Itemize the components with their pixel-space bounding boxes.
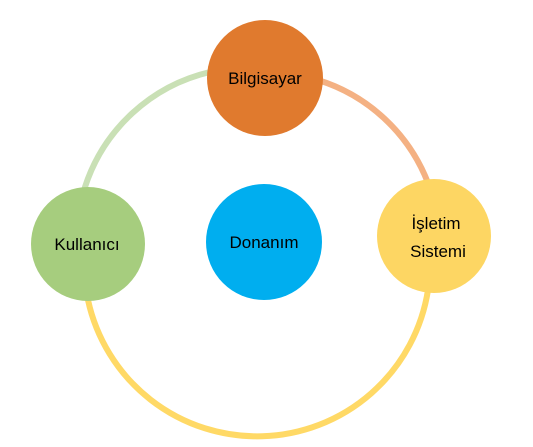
node-donanim: Donanım bbox=[206, 184, 322, 300]
node-donanim-label: Donanım bbox=[230, 233, 299, 252]
node-isletim-sistemi-label-line1: İşletim bbox=[411, 214, 460, 233]
node-bilgisayar-label: Bilgisayar bbox=[228, 69, 302, 88]
arc-bilgisayar-isletim bbox=[315, 77, 431, 186]
node-bilgisayar: Bilgisayar bbox=[207, 20, 323, 136]
node-isletim-sistemi: İşletim Sistemi bbox=[377, 179, 491, 293]
node-kullanici-label: Kullanıcı bbox=[54, 235, 119, 254]
arc-isletim-kullanici bbox=[85, 287, 431, 440]
node-kullanici: Kullanıcı bbox=[31, 187, 145, 301]
arc-kullanici-bilgisayar bbox=[82, 69, 213, 190]
node-isletim-sistemi-label-line2: Sistemi bbox=[410, 242, 466, 261]
